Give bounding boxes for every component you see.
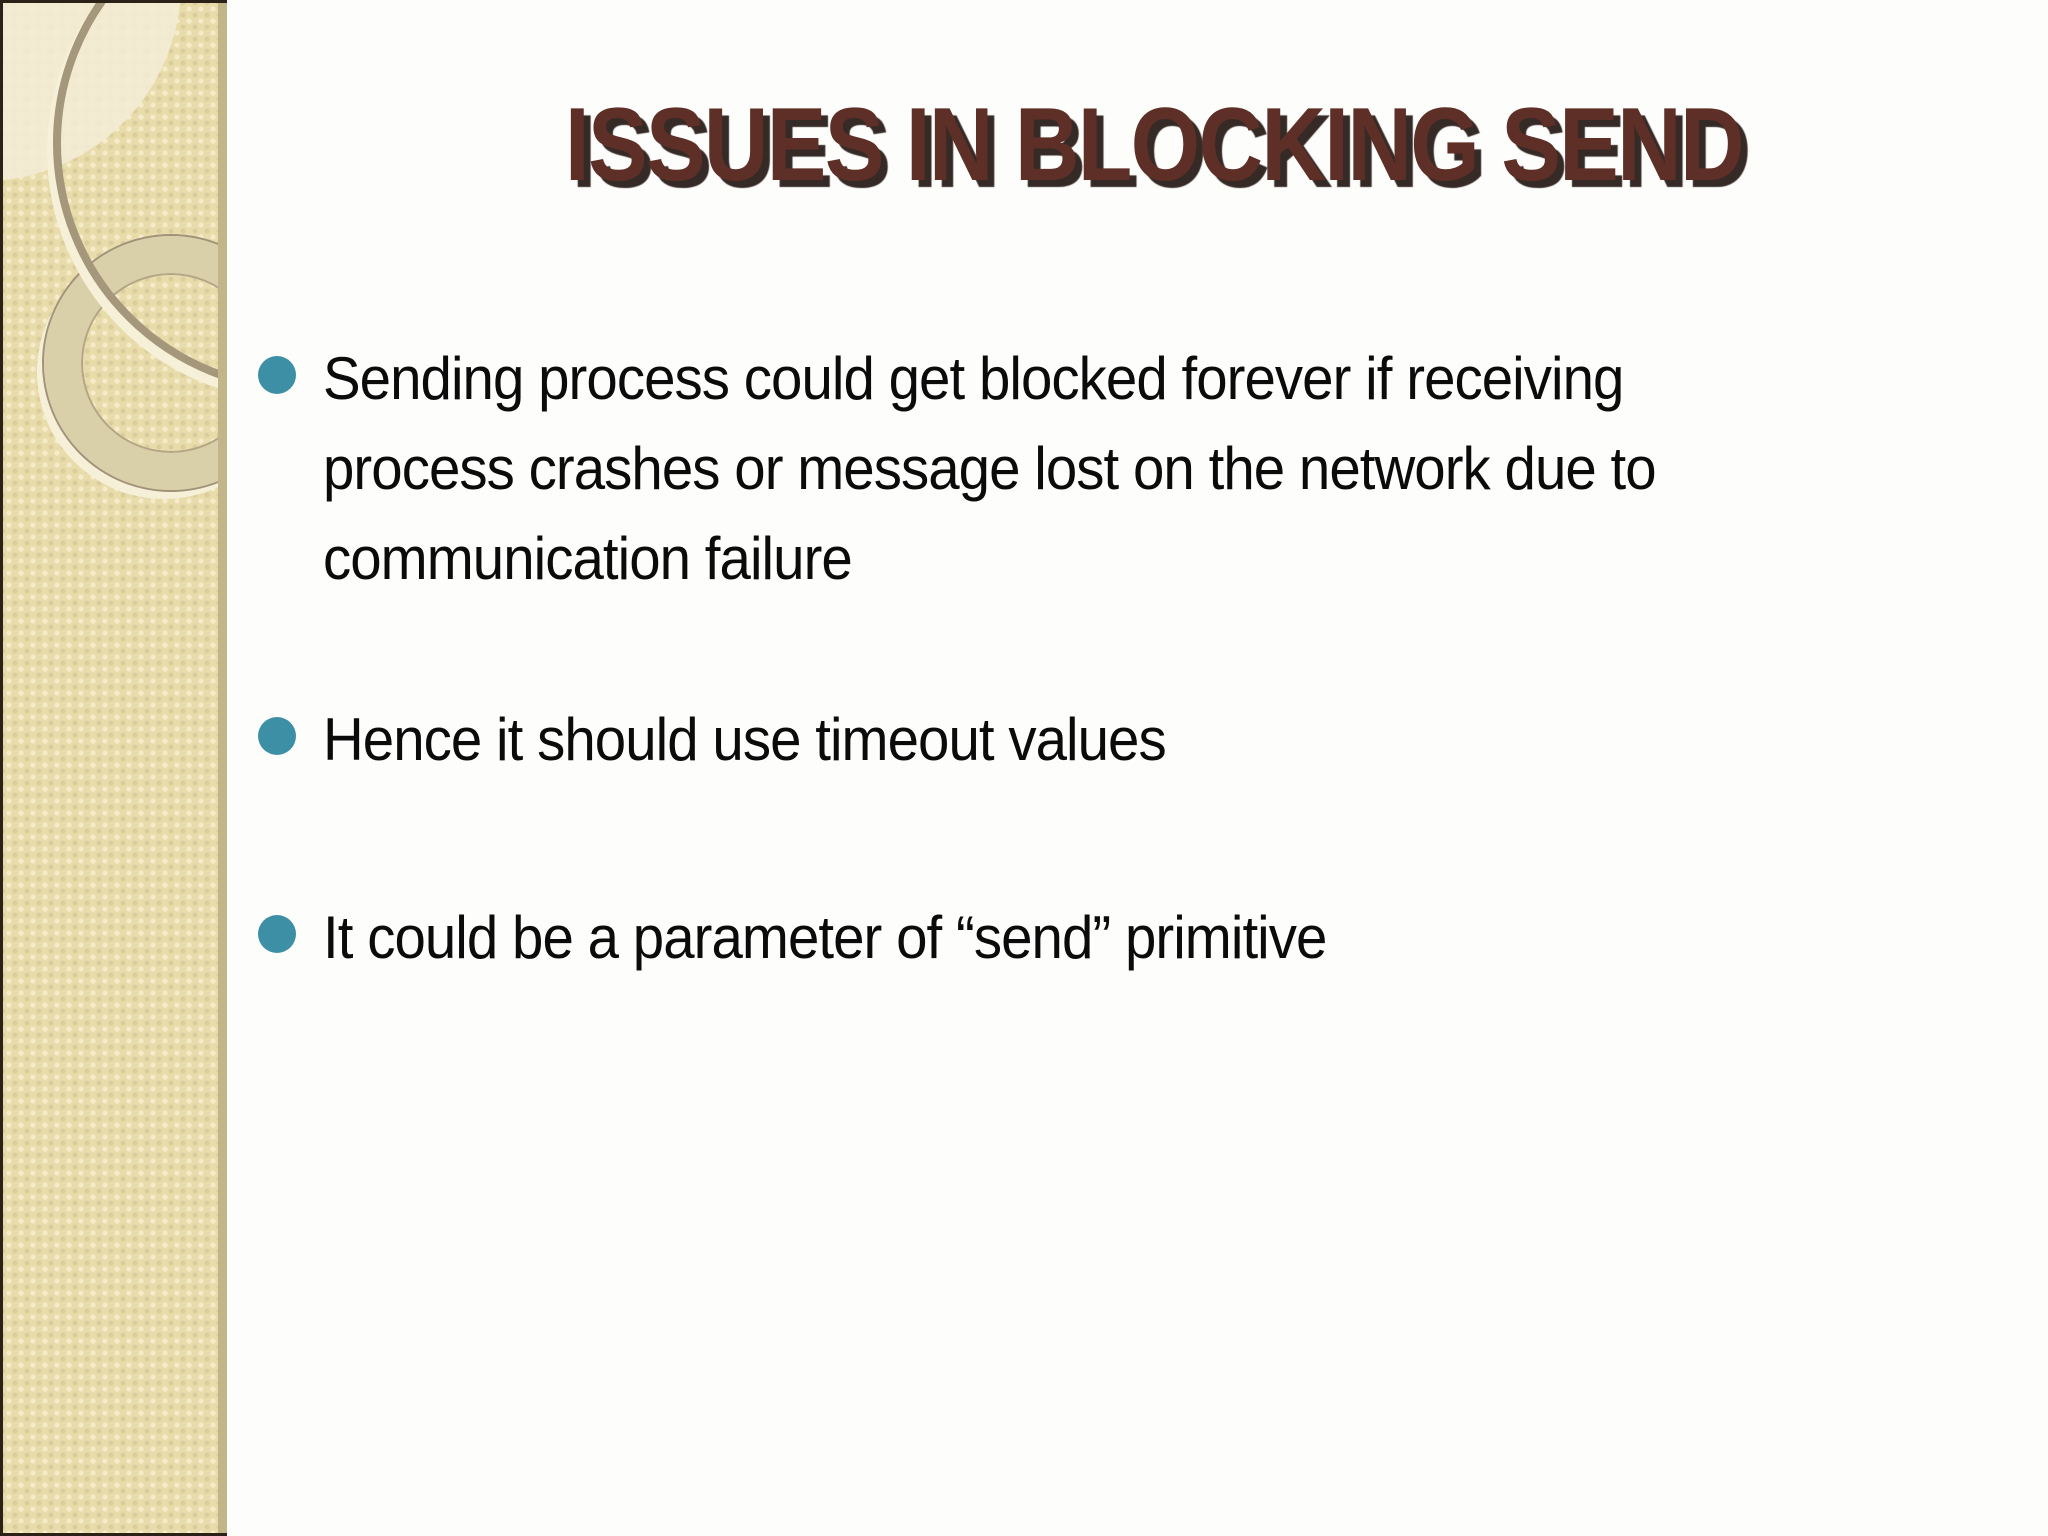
bullet-item-1: Sending process could get blocked foreve…: [258, 334, 2018, 604]
slide-title-text: ISSUES IN BLOCKING SEND: [565, 87, 1745, 203]
bullet-text-2: Hence it should use timeout values: [323, 695, 1167, 785]
decorative-sidebar: [0, 0, 227, 1536]
bullet-item-2: Hence it should use timeout values: [258, 695, 2018, 785]
bullet-text-1: Sending process could get blocked foreve…: [323, 334, 1657, 604]
bullet-line: Hence it should use timeout values: [323, 706, 1167, 773]
bullet-line: Sending process could get blocked foreve…: [323, 345, 1624, 412]
bullet-line: process crashes or message lost on the n…: [323, 435, 1657, 502]
bullet-item-3: It could be a parameter of “send” primit…: [258, 893, 2018, 983]
bullet-dot-icon: [258, 356, 296, 394]
bullet-dot-icon: [258, 915, 296, 953]
sidebar-edge-line: [218, 3, 227, 1533]
bullet-dot-icon: [258, 717, 296, 755]
bullet-line: It could be a parameter of “send” primit…: [323, 904, 1327, 971]
bullet-line: communication failure: [323, 525, 853, 592]
slide-title: ISSUES IN BLOCKING SEND: [270, 90, 2038, 200]
bullet-text-3: It could be a parameter of “send” primit…: [323, 893, 1327, 983]
